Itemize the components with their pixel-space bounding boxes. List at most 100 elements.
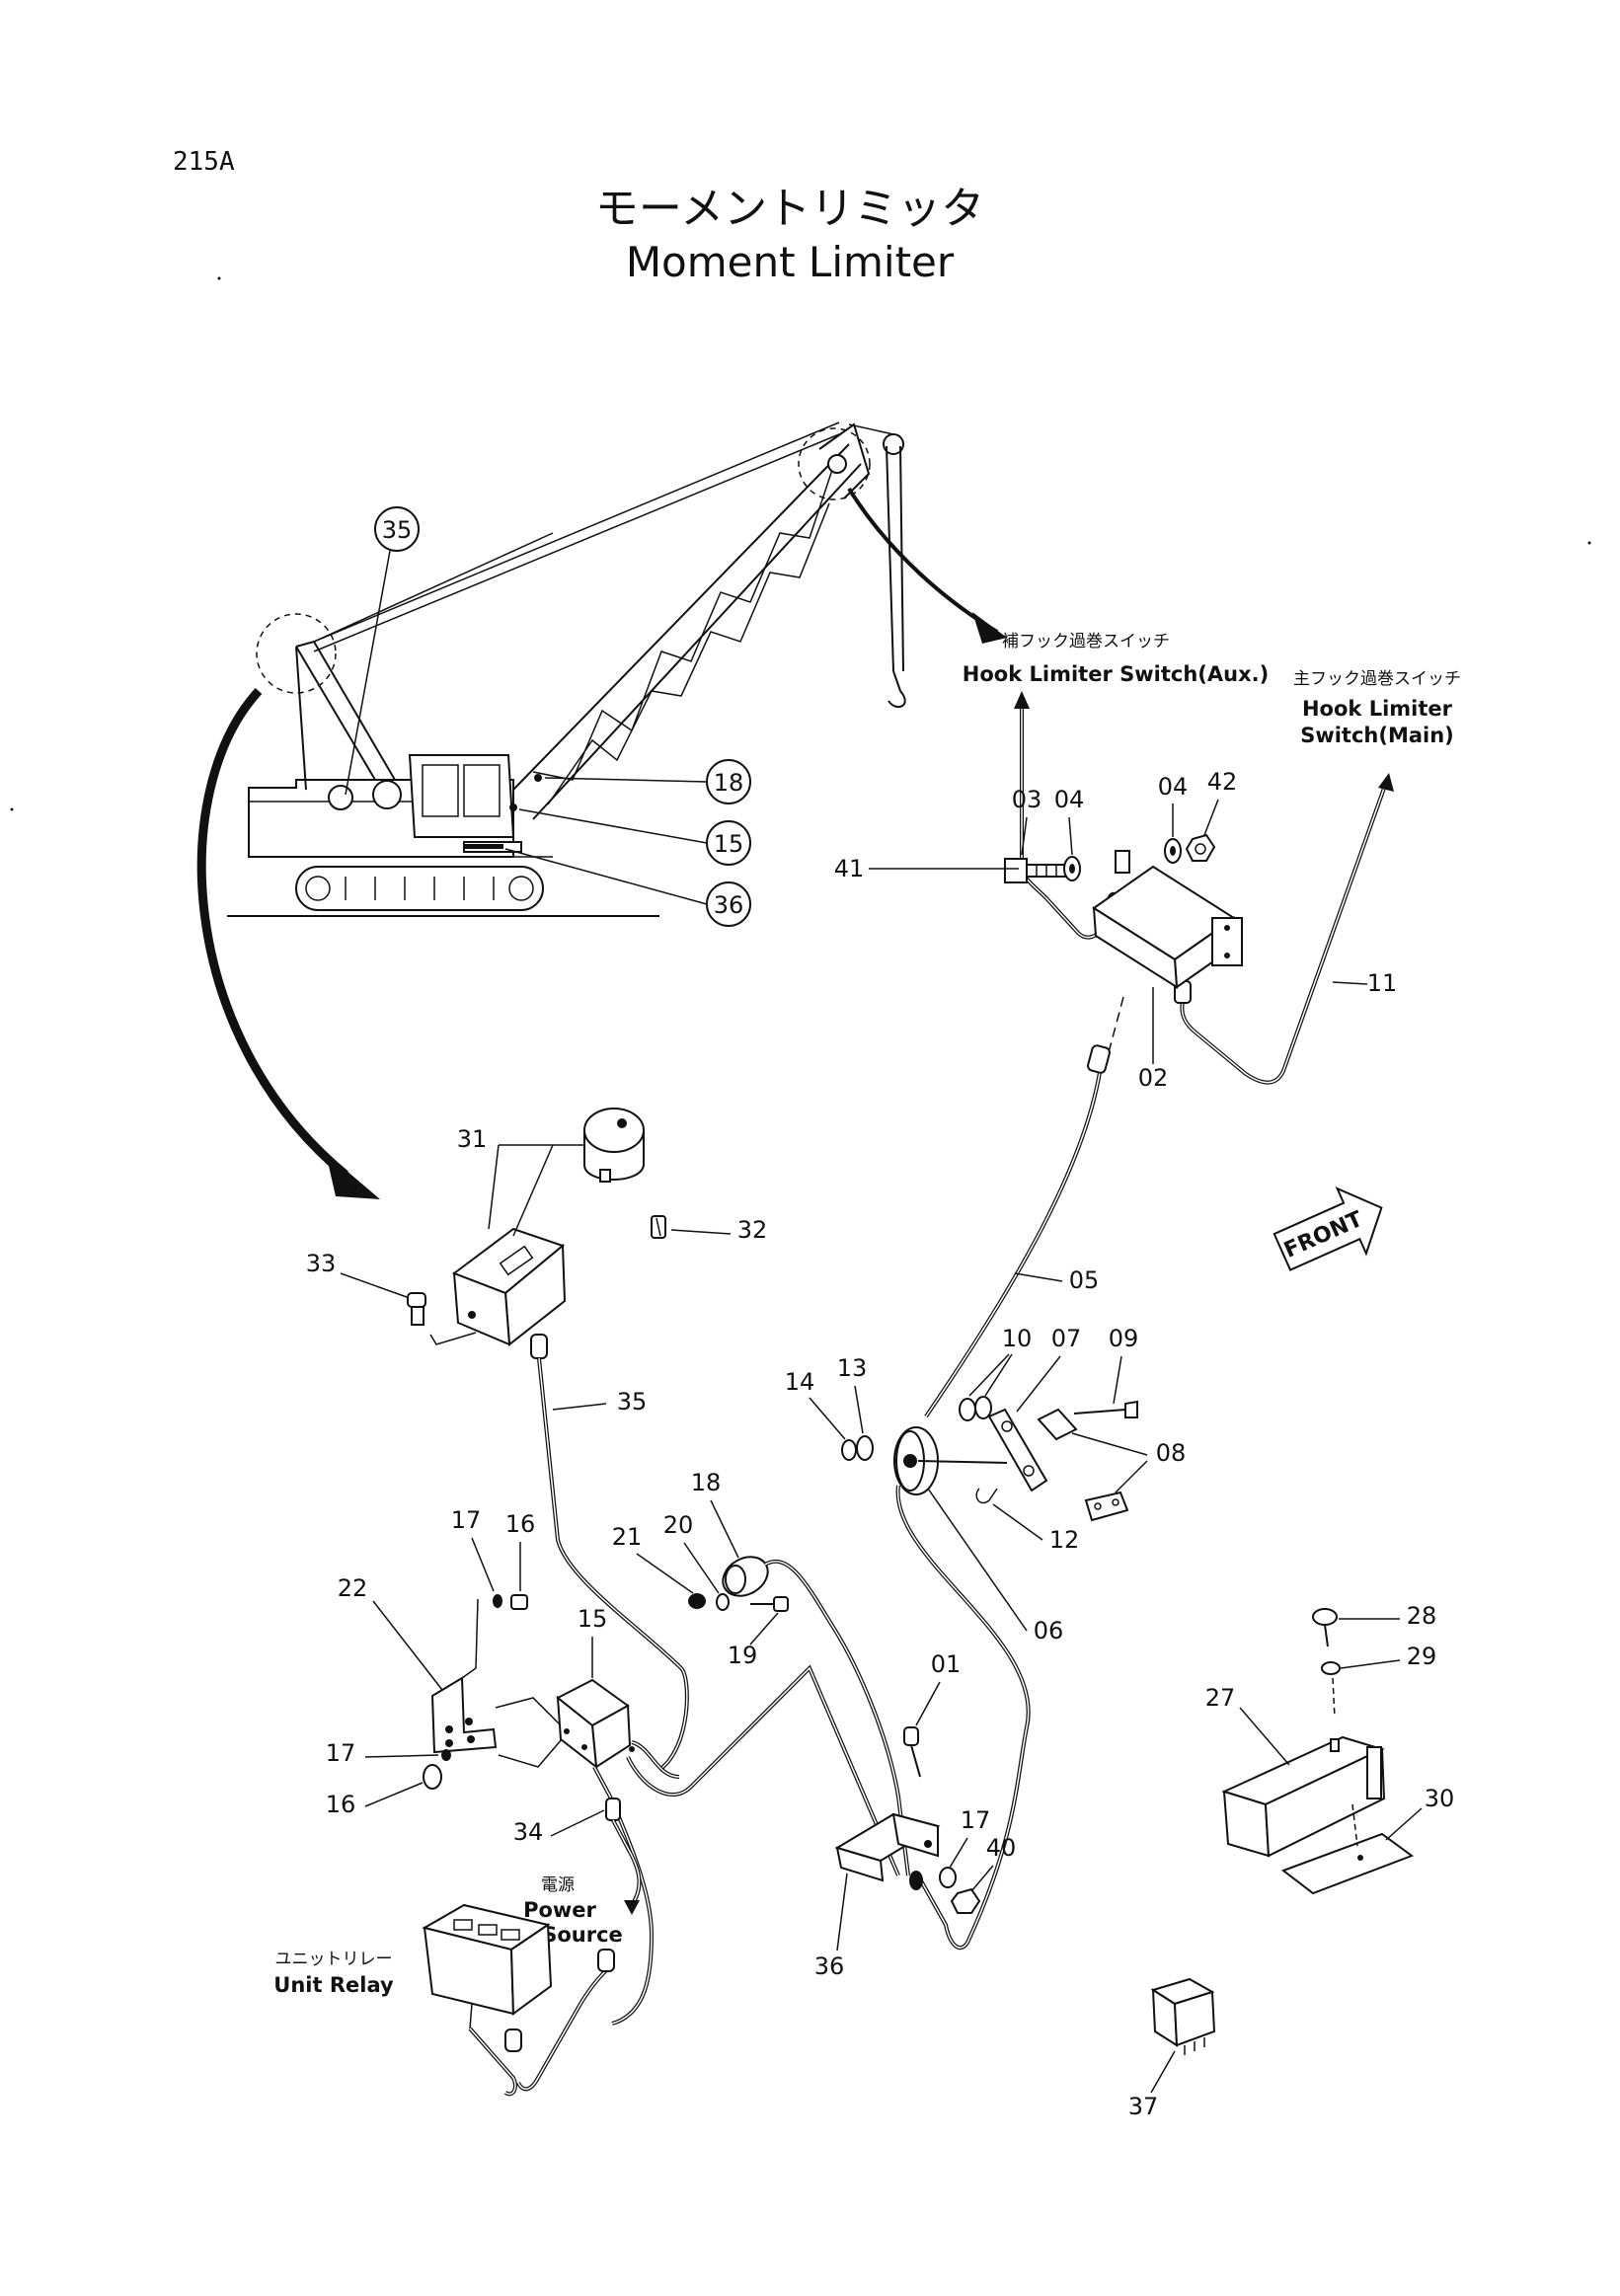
part-label-37: 37 bbox=[1128, 2093, 1159, 2120]
unit-relay-en-label: Unit Relay bbox=[273, 1973, 394, 1997]
part-label-17-right: 17 bbox=[961, 1806, 991, 1834]
part-label-14: 14 bbox=[785, 1368, 815, 1396]
hook-main-en-label-1: Hook Limiter bbox=[1302, 697, 1453, 721]
part-label-35: 35 bbox=[617, 1388, 648, 1416]
power-source-jp-label: 電源 bbox=[541, 1875, 575, 1895]
page-code: 215A bbox=[173, 147, 235, 177]
nut-42 bbox=[1185, 833, 1216, 862]
arrow-head-boom bbox=[972, 612, 1007, 644]
part-label-20: 20 bbox=[663, 1511, 694, 1539]
cable-05 bbox=[924, 996, 1124, 1418]
nut-14 bbox=[841, 1439, 857, 1461]
bolt-01 bbox=[903, 1726, 921, 1778]
part-label-30: 30 bbox=[1425, 1785, 1455, 1812]
title-japanese: モーメントリミッタ bbox=[595, 184, 984, 234]
part-label-08: 08 bbox=[1156, 1439, 1187, 1467]
hook-main-jp-label: 主フック過巻スイッチ bbox=[1293, 669, 1461, 689]
washer-20 bbox=[716, 1593, 730, 1611]
part-label-17-lower: 17 bbox=[326, 1739, 356, 1767]
crane-overview bbox=[227, 421, 906, 917]
part-label-16-lower: 16 bbox=[326, 1791, 356, 1818]
cable-35 bbox=[530, 1334, 689, 1772]
part-label-07: 07 bbox=[1051, 1325, 1082, 1352]
cable-11 bbox=[1174, 773, 1394, 1085]
bracket-36 bbox=[834, 1812, 941, 1882]
screw-16-upper bbox=[510, 1594, 528, 1610]
relay-37 bbox=[1150, 1977, 1216, 2055]
part-label-15: 15 bbox=[578, 1605, 608, 1633]
power-source-en-label-2: Source bbox=[542, 1923, 623, 1947]
cable-from-switch-06 bbox=[895, 1485, 1031, 1951]
screw-19 bbox=[750, 1596, 789, 1612]
detail-circle-boom-head bbox=[798, 427, 871, 500]
screw-28 bbox=[1312, 1608, 1338, 1647]
junction-box-27 bbox=[1221, 1735, 1386, 1858]
bolt-09 bbox=[1073, 1400, 1138, 1418]
nut-21 bbox=[688, 1593, 706, 1609]
bracket-22 bbox=[430, 1598, 498, 1754]
part-label-09: 09 bbox=[1109, 1325, 1139, 1352]
hook-aux-en-label: Hook Limiter Switch(Aux.) bbox=[963, 662, 1269, 686]
controller-box-31 bbox=[451, 1227, 567, 1346]
svg-text:35: 35 bbox=[382, 516, 413, 544]
hook-aux-jp-label: 補フック過巻スイッチ bbox=[1002, 632, 1170, 651]
junction-box-02 bbox=[1092, 850, 1243, 989]
part-label-34: 34 bbox=[513, 1818, 544, 1846]
part-label-10: 10 bbox=[1002, 1325, 1033, 1352]
arrow-head-base bbox=[326, 1153, 380, 1199]
part-label-22: 22 bbox=[338, 1574, 368, 1602]
part-label-16-upper: 16 bbox=[505, 1510, 536, 1538]
washer-29 bbox=[1321, 1661, 1341, 1719]
part-label-04-left: 04 bbox=[1054, 786, 1085, 813]
screw-16-lower bbox=[423, 1764, 442, 1790]
unit-relay-jp-label: ユニットリレー bbox=[275, 1950, 393, 1969]
leader-31 bbox=[488, 1144, 584, 1237]
buzzer-31 bbox=[583, 1108, 645, 1183]
callout-35: 35 bbox=[345, 506, 420, 796]
part-label-19: 19 bbox=[728, 1642, 758, 1669]
part-label-27: 27 bbox=[1205, 1684, 1236, 1712]
plate-08-top bbox=[1037, 1408, 1078, 1441]
arrow-to-base-detail bbox=[196, 687, 348, 1179]
unit-relay bbox=[422, 1903, 553, 2029]
sensor-18 bbox=[722, 1556, 910, 1876]
screw-32 bbox=[651, 1215, 666, 1239]
part-label-42: 42 bbox=[1207, 768, 1238, 796]
svg-text:36: 36 bbox=[714, 891, 744, 919]
grommet-36-bottom bbox=[909, 1871, 923, 1890]
part-label-41: 41 bbox=[834, 855, 865, 882]
part-label-29: 29 bbox=[1407, 1643, 1437, 1670]
nut-40 bbox=[950, 1887, 981, 1914]
plate-30 bbox=[1280, 1803, 1415, 1895]
part-label-12: 12 bbox=[1049, 1526, 1080, 1554]
washer-13 bbox=[856, 1435, 874, 1461]
arrow-to-boom-head-detail bbox=[847, 487, 999, 634]
washer-04-right bbox=[1164, 838, 1182, 864]
bracket-07 bbox=[987, 1408, 1048, 1492]
part-label-06: 06 bbox=[1034, 1617, 1064, 1645]
part-label-11: 11 bbox=[1367, 969, 1398, 997]
cable-34 bbox=[605, 1798, 642, 1915]
part-label-13: 13 bbox=[837, 1354, 868, 1382]
plate-08-bottom bbox=[1084, 1491, 1129, 1522]
part-label-04-right: 04 bbox=[1158, 773, 1189, 801]
nuts-10 bbox=[959, 1396, 992, 1421]
callout-36: 36 bbox=[504, 848, 751, 927]
pin-12 bbox=[975, 1488, 998, 1504]
power-source-en-label-1: Power bbox=[523, 1898, 596, 1922]
callout-15: 15 bbox=[518, 808, 751, 866]
screw-33 bbox=[407, 1292, 426, 1326]
leader-33-bracket bbox=[429, 1332, 477, 1345]
limit-switch-06 bbox=[893, 1426, 1008, 1495]
title-english: Moment Limiter bbox=[626, 238, 955, 286]
part-label-32: 32 bbox=[737, 1216, 768, 1244]
scan-marks bbox=[10, 276, 1591, 811]
svg-text:18: 18 bbox=[714, 769, 744, 797]
part-label-02: 02 bbox=[1138, 1064, 1169, 1092]
part-label-21: 21 bbox=[612, 1523, 643, 1551]
part-labels: 03 04 04 42 41 11 02 05 31 32 33 35 14 1… bbox=[306, 768, 1455, 2120]
detail-circle-a-frame bbox=[256, 613, 337, 694]
part-label-33: 33 bbox=[306, 1250, 337, 1277]
svg-text:15: 15 bbox=[714, 830, 744, 858]
